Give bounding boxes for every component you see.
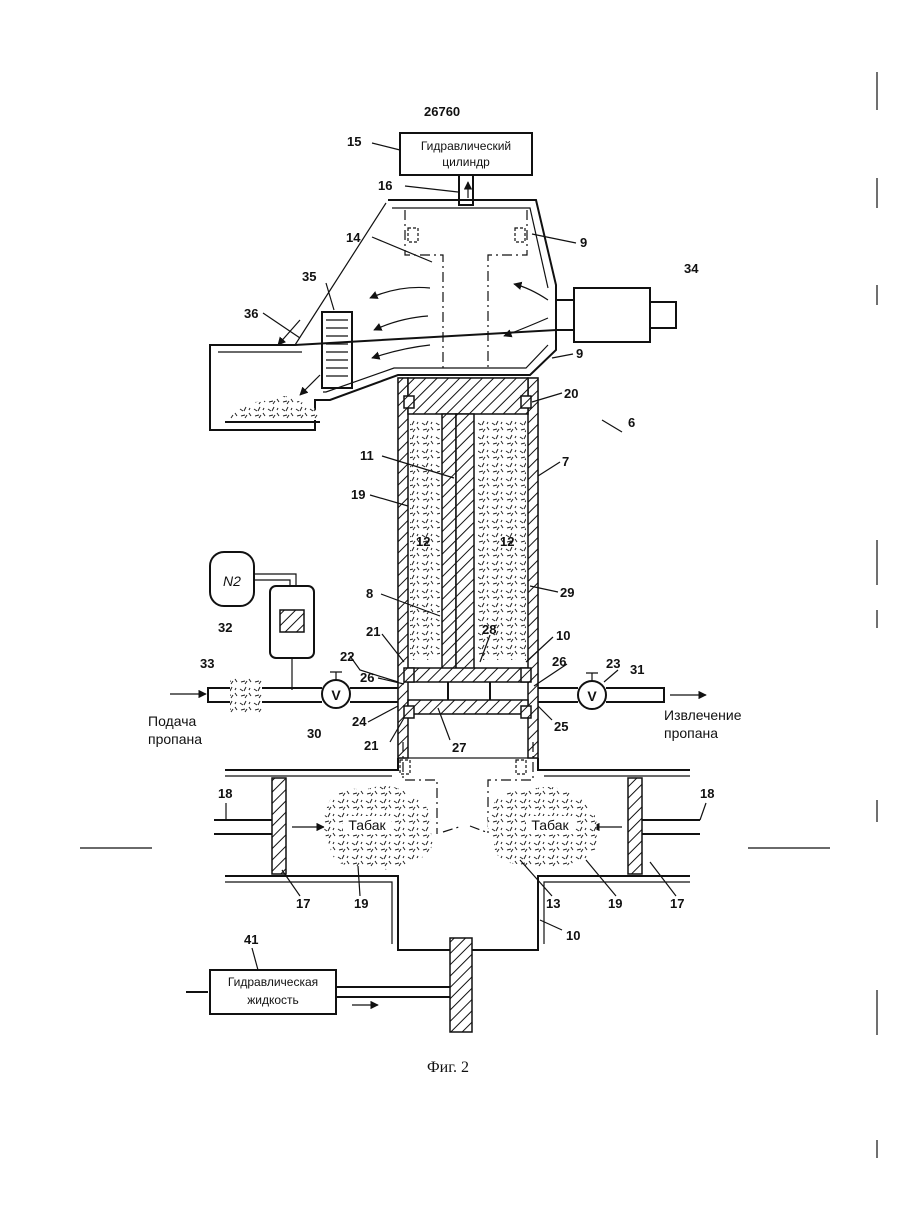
tobacco-left-label: Табак [348, 817, 386, 833]
numeral-36: 36 [244, 306, 258, 321]
hydraulic-fluid-line1: Гидравлическая [228, 975, 318, 989]
valve-31-symbol: V [587, 688, 597, 704]
numeral-34: 34 [684, 261, 699, 276]
numeral-35: 35 [302, 269, 316, 284]
propane-extraction-label: Извлечение пропана [664, 707, 742, 741]
numeral-11: 11 [360, 448, 374, 463]
propane-feed-line1: Подача [148, 713, 196, 729]
numeral-13: 13 [546, 896, 560, 911]
hydraulic-cylinder-box: Гидравлический цилиндр [400, 133, 532, 175]
propane-feed-line2: пропана [148, 731, 202, 747]
numeral-21-lower: 21 [364, 738, 378, 753]
collected-tobacco-tray [225, 396, 320, 422]
bottom-hydraulic: Гидравлическая жидкость [186, 938, 472, 1032]
numeral-9-upper: 9 [580, 235, 587, 250]
numeral-18-left: 18 [218, 786, 232, 801]
propane-feed-label: Подача пропана [148, 713, 202, 747]
numeral-31: 31 [630, 662, 644, 677]
numeral-15: 15 [347, 134, 361, 149]
numeral-30: 30 [307, 726, 321, 741]
numeral-10-lower: 10 [566, 928, 580, 943]
propane-extraction-line1: Извлечение [664, 707, 742, 723]
hydraulic-fluid-line2: жидкость [247, 993, 299, 1007]
figure-caption: Фиг. 2 [427, 1059, 469, 1076]
hydraulic-cylinder-line1: Гидравлический [421, 139, 511, 153]
numeral-6: 6 [628, 415, 635, 430]
numeral-9-lower: 9 [576, 346, 583, 361]
numeral-21-upper: 21 [366, 624, 380, 639]
compression-chamber: Табак Табак [214, 758, 700, 950]
numeral-27: 27 [452, 740, 466, 755]
propane-extraction-line2: пропана [664, 725, 718, 741]
numeral-8: 8 [366, 586, 373, 601]
hydraulic-cylinder-line2: цилиндр [442, 155, 490, 169]
numeral-16: 16 [378, 178, 392, 193]
document-number: 26760 [424, 104, 460, 119]
numeral-26-left: 26 [360, 670, 374, 685]
numeral-28: 28 [482, 622, 496, 637]
numeral-20: 20 [564, 386, 578, 401]
valve-30-symbol: V [331, 687, 341, 703]
numeral-10-upper: 10 [556, 628, 570, 643]
numeral-25: 25 [554, 719, 568, 734]
extraction-vessel [398, 378, 538, 758]
numeral-19-left: 19 [354, 896, 368, 911]
numeral-17-left: 17 [296, 896, 310, 911]
numeral-14: 14 [346, 230, 361, 245]
numeral-18-right: 18 [700, 786, 714, 801]
numeral-26-right: 26 [552, 654, 566, 669]
numeral-33: 33 [200, 656, 214, 671]
numeral-19-upper: 19 [351, 487, 365, 502]
propane-extraction-line: V [538, 673, 706, 709]
numeral-12-right: 12 [500, 534, 514, 549]
blower-34 [556, 288, 676, 342]
numeral-24: 24 [352, 714, 367, 729]
numeral-29: 29 [560, 585, 574, 600]
numeral-41: 41 [244, 932, 258, 947]
airflow-arrows [278, 182, 548, 395]
tobacco-right-label: Табак [531, 817, 569, 833]
filter-35 [322, 312, 352, 388]
numeral-17-right: 17 [670, 896, 684, 911]
numeral-32: 32 [218, 620, 232, 635]
numeral-19-right: 19 [608, 896, 622, 911]
numeral-22: 22 [340, 649, 354, 664]
nitrogen-label: N2 [223, 573, 241, 589]
numeral-23: 23 [606, 656, 620, 671]
numeral-12-left: 12 [416, 534, 430, 549]
numeral-7: 7 [562, 454, 569, 469]
